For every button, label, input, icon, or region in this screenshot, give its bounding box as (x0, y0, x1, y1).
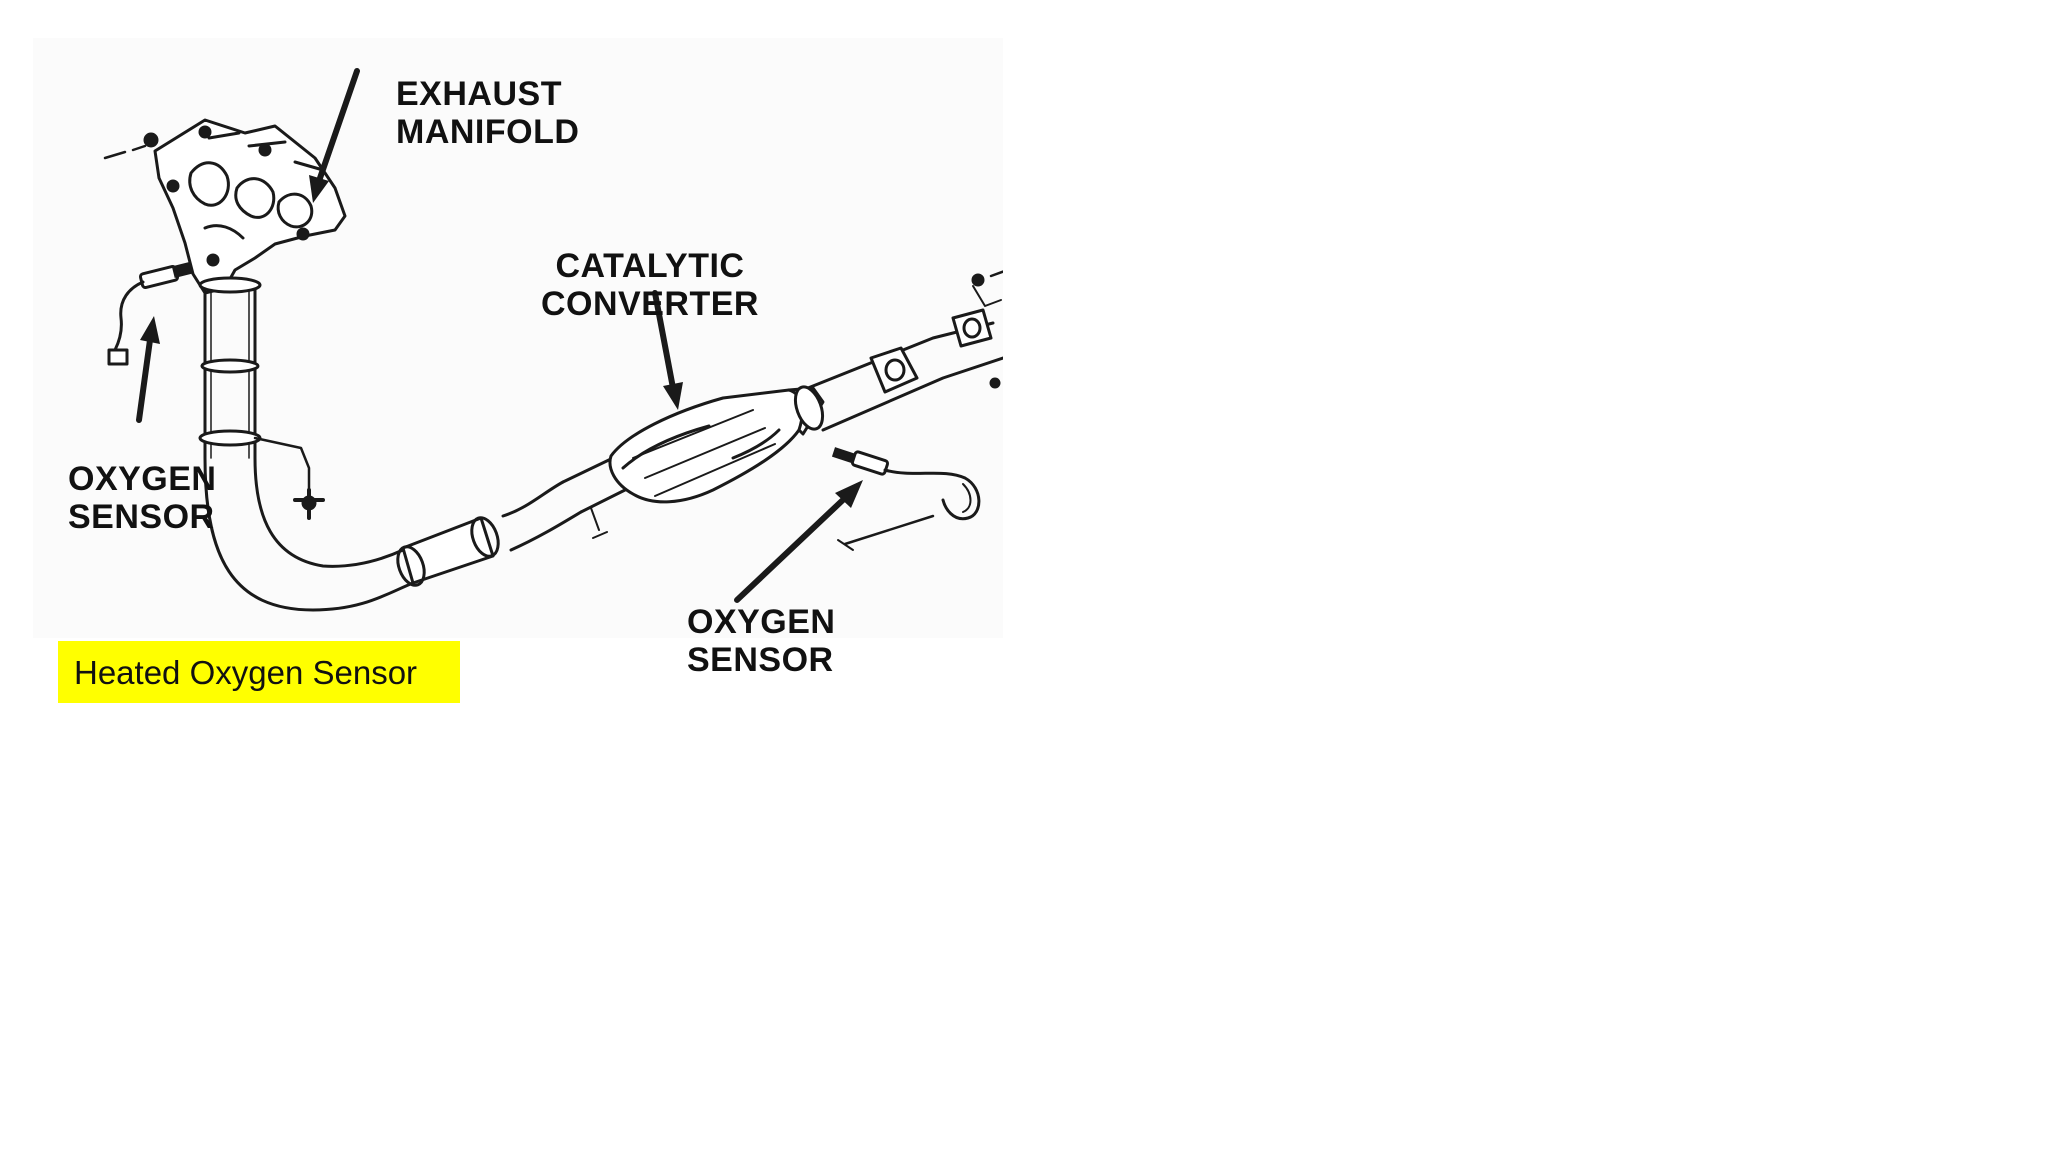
manifold-pointer-arrow (309, 68, 360, 203)
exhaust-manifold-drawing (103, 118, 347, 295)
caption-highlight-box: Heated Oxygen Sensor (58, 641, 460, 703)
tail-pipe-drawing (793, 270, 1003, 432)
catalytic-converter-drawing (608, 386, 825, 504)
exhaust-system-diagram: EXHAUST MANIFOLD CATALYTIC CONVERTER OXY… (33, 38, 1003, 679)
converter-pointer-arrow (652, 290, 683, 410)
upstream-oxygen-sensor-drawing (107, 262, 193, 366)
exhaust-manifold-label: EXHAUST MANIFOLD (396, 75, 580, 151)
downstream-oxygen-sensor-drawing (831, 447, 981, 551)
downstream-sensor-pointer-arrow (734, 480, 863, 603)
downstream-oxygen-sensor-label: OXYGEN SENSOR (687, 603, 836, 679)
upstream-oxygen-sensor-label: OXYGEN SENSOR (68, 460, 217, 536)
intermediate-pipe-drawing (396, 456, 631, 587)
down-pipe-drawing (198, 276, 415, 612)
caption-text: Heated Oxygen Sensor (74, 654, 418, 691)
exhaust-system-drawing (103, 68, 1003, 612)
catalytic-converter-label: CATALYTIC CONVERTER (541, 247, 759, 323)
upstream-sensor-pointer-arrow (136, 316, 160, 423)
